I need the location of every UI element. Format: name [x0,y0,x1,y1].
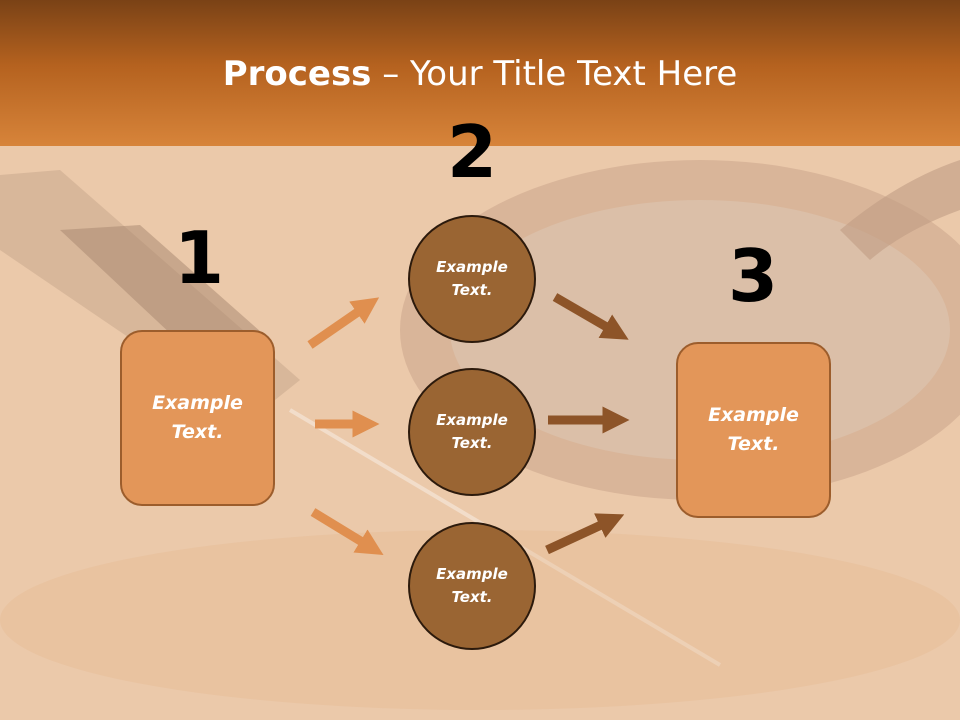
step-number-3: 3 [727,234,779,318]
title-bar [0,0,960,146]
step-1-text: Example Text. [152,392,243,443]
step-number-2: 2 [446,110,498,194]
arrow-top-to-3 [552,293,629,340]
step-number-1: 1 [173,216,225,300]
arrow-1-to-top [307,297,380,349]
arrow-1-to-bottom [310,508,384,556]
step-1-box: Example Text. [120,330,275,506]
slide-title: Process – Your Title Text Here [0,52,960,96]
step-3-text: Example Text. [708,404,799,455]
step-2-circle-bottom-text: Example Text. [436,565,508,606]
title-bold: Process [222,54,372,94]
arrow-bottom-to-3 [545,513,625,555]
title-rest: – Your Title Text Here [371,54,738,94]
step-2-circle-middle-text: Example Text. [436,411,508,452]
step-2-circle-bottom: Example Text. [408,522,536,650]
step-3-box: Example Text. [676,342,831,518]
step-2-circle-middle: Example Text. [408,368,536,496]
step-2-circle-top-text: Example Text. [436,258,508,299]
step-2-circle-top: Example Text. [408,215,536,343]
